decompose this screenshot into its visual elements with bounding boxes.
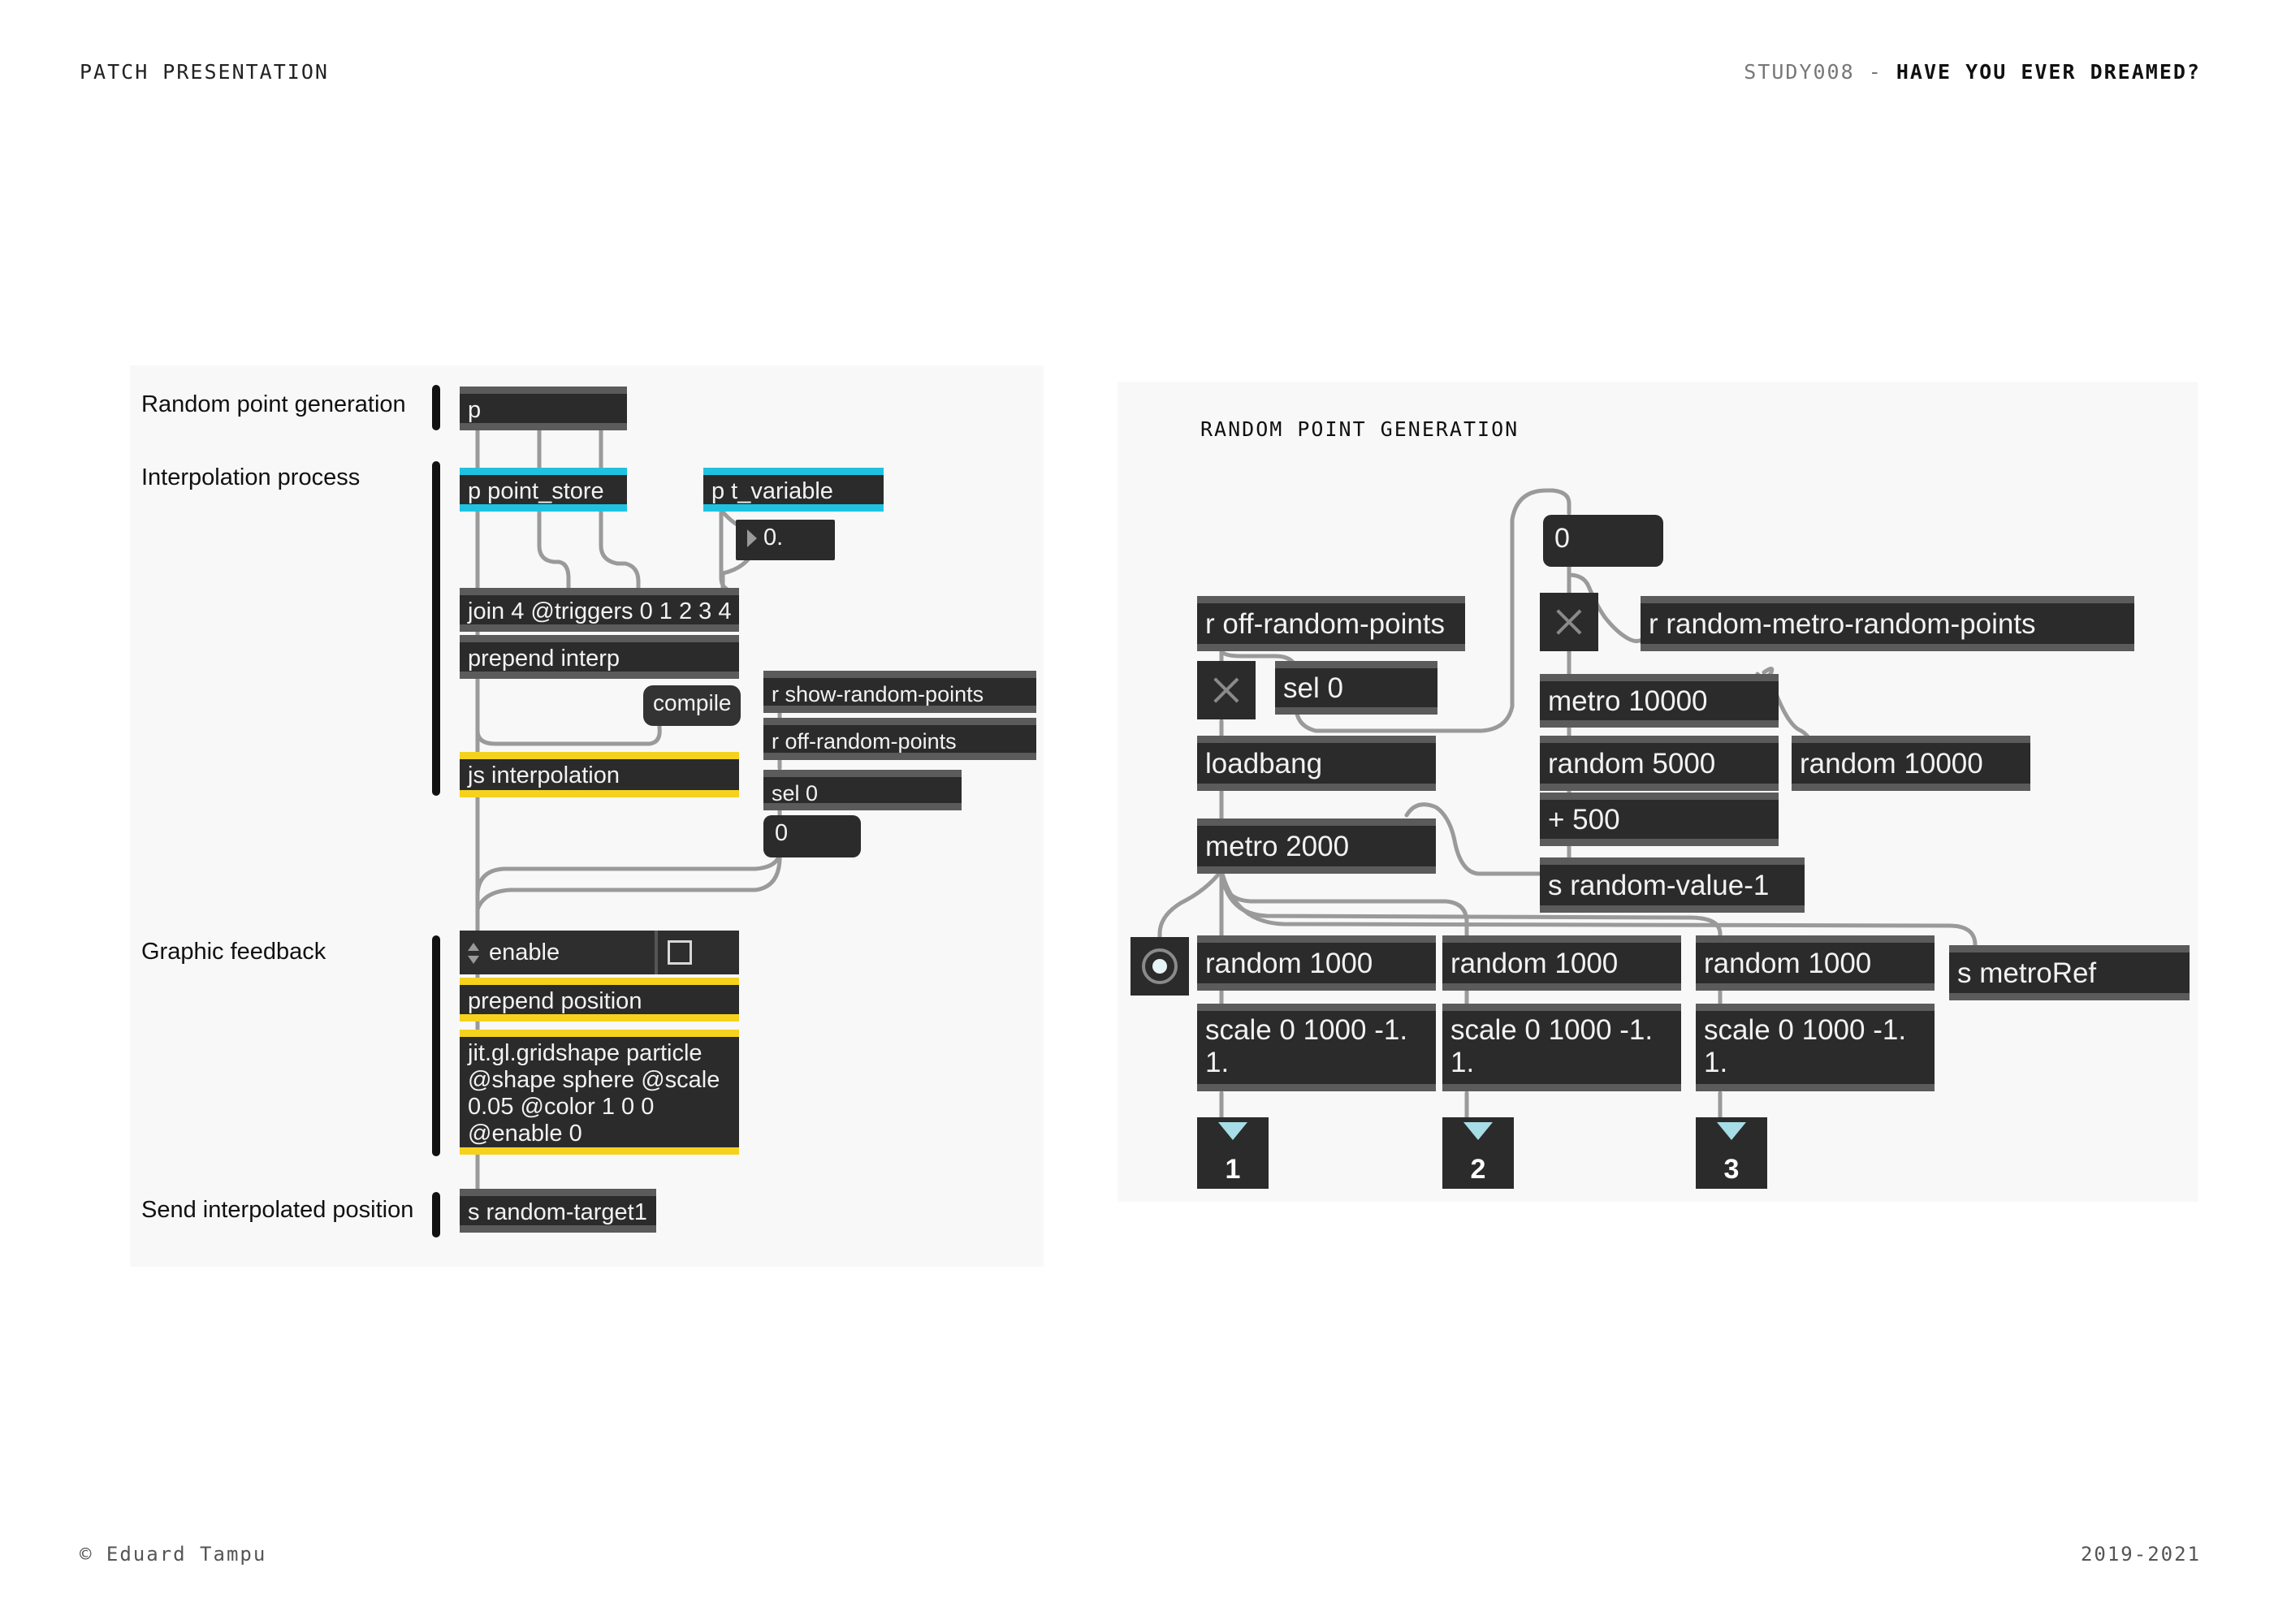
toggle-off-points[interactable] — [1197, 661, 1256, 719]
header-title: HAVE YOU EVER DREAMED? — [1896, 60, 2201, 84]
object-prepend-position[interactable]: prepend position — [460, 978, 739, 1021]
header-left: PATCH PRESENTATION — [80, 60, 329, 84]
header-project: STUDY008 — [1744, 60, 1855, 84]
object-s-random-target1[interactable]: s random-target1 — [460, 1189, 656, 1233]
object-plus-500[interactable]: + 500 — [1540, 793, 1779, 846]
object-r-random-metro-random-points[interactable]: r random-metro-random-points — [1641, 596, 2134, 651]
object-s-random-value-1[interactable]: s random-value-1 — [1540, 857, 1805, 913]
bang-dot-icon — [1152, 959, 1167, 974]
header-right: STUDY008 - HAVE YOU EVER DREAMED? — [1744, 60, 2201, 84]
object-prepend-interp[interactable]: prepend interp — [460, 635, 739, 679]
subpatcher-p[interactable]: p — [460, 387, 627, 430]
outlet-arrow-icon — [1218, 1122, 1247, 1140]
object-loadbang[interactable]: loadbang — [1197, 736, 1436, 791]
object-sel-0-right[interactable]: sel 0 — [1275, 661, 1437, 715]
object-r-off-random-points-right[interactable]: r off-random-points — [1197, 596, 1465, 651]
section-bar-random-point — [432, 385, 440, 430]
object-random-1000-a[interactable]: random 1000 — [1197, 935, 1436, 991]
object-r-off-random-points[interactable]: r off-random-points — [763, 718, 1036, 760]
enable-label: enable — [489, 939, 560, 965]
object-join[interactable]: join 4 @triggers 0 1 2 3 4 — [460, 588, 739, 632]
object-enable[interactable]: enable — [460, 931, 658, 974]
section-bar-interpolation — [432, 461, 440, 796]
int-number-box[interactable]: 0 — [763, 815, 861, 857]
object-random-10000[interactable]: random 10000 — [1792, 736, 2030, 791]
number-arrow-icon — [747, 529, 757, 548]
bang-ring-icon — [1142, 948, 1178, 984]
updown-arrows-icon — [468, 943, 479, 965]
section-label-send-position: Send interpolated position — [141, 1197, 414, 1223]
object-r-show-random-points[interactable]: r show-random-points — [763, 671, 1036, 713]
outlet-2-label: 2 — [1470, 1154, 1486, 1185]
object-random-1000-b[interactable]: random 1000 — [1442, 935, 1681, 991]
section-bar-send-position — [432, 1192, 440, 1237]
object-random-1000-c[interactable]: random 1000 — [1696, 935, 1935, 991]
outlet-3[interactable]: 3 — [1696, 1117, 1767, 1189]
object-metro-2000[interactable]: metro 2000 — [1197, 818, 1436, 874]
outlet-1-label: 1 — [1225, 1154, 1241, 1185]
float-number-box[interactable]: 0. — [736, 520, 835, 560]
toggle-metro[interactable] — [1540, 593, 1598, 651]
subpatcher-point-store[interactable]: p point_store — [460, 468, 627, 512]
object-js-interpolation[interactable]: js interpolation — [460, 752, 739, 797]
right-panel-title: RANDOM POINT GENERATION — [1200, 417, 1520, 441]
bang-button[interactable] — [1131, 937, 1189, 996]
section-label-graphic-feedback: Graphic feedback — [141, 939, 326, 965]
footer-copyright: © Eduard Tampu — [80, 1543, 267, 1566]
outlet-arrow-icon — [1717, 1122, 1746, 1140]
object-metro-10000[interactable]: metro 10000 — [1540, 674, 1779, 728]
checkbox-icon — [668, 940, 692, 965]
outlet-2[interactable]: 2 — [1442, 1117, 1514, 1189]
subpatcher-t-variable[interactable]: p t_variable — [703, 468, 884, 512]
header-separator: - — [1868, 60, 1883, 84]
object-s-metroref[interactable]: s metroRef — [1949, 945, 2190, 1000]
footer-years: 2019-2021 — [2080, 1543, 2201, 1566]
outlet-1[interactable]: 1 — [1197, 1117, 1269, 1189]
outlet-arrow-icon — [1463, 1122, 1493, 1140]
object-sel-0[interactable]: sel 0 — [763, 770, 962, 810]
outlet-3-label: 3 — [1723, 1154, 1740, 1185]
section-label-interpolation: Interpolation process — [141, 464, 361, 490]
float-number-value: 0. — [763, 525, 784, 551]
section-label-random-point: Random point generation — [141, 391, 406, 417]
object-jit-gl-gridshape[interactable]: jit.gl.gridshape particle @shape sphere … — [460, 1030, 739, 1155]
int-number-box-right[interactable]: 0 — [1543, 515, 1663, 567]
message-compile[interactable]: compile — [643, 685, 741, 726]
object-scale-c[interactable]: scale 0 1000 -1. 1. — [1696, 1004, 1935, 1091]
object-random-5000[interactable]: random 5000 — [1540, 736, 1779, 791]
object-scale-a[interactable]: scale 0 1000 -1. 1. — [1197, 1004, 1436, 1091]
object-scale-b[interactable]: scale 0 1000 -1. 1. — [1442, 1004, 1681, 1091]
enable-toggle[interactable] — [655, 931, 739, 974]
section-bar-graphic-feedback — [432, 935, 440, 1156]
